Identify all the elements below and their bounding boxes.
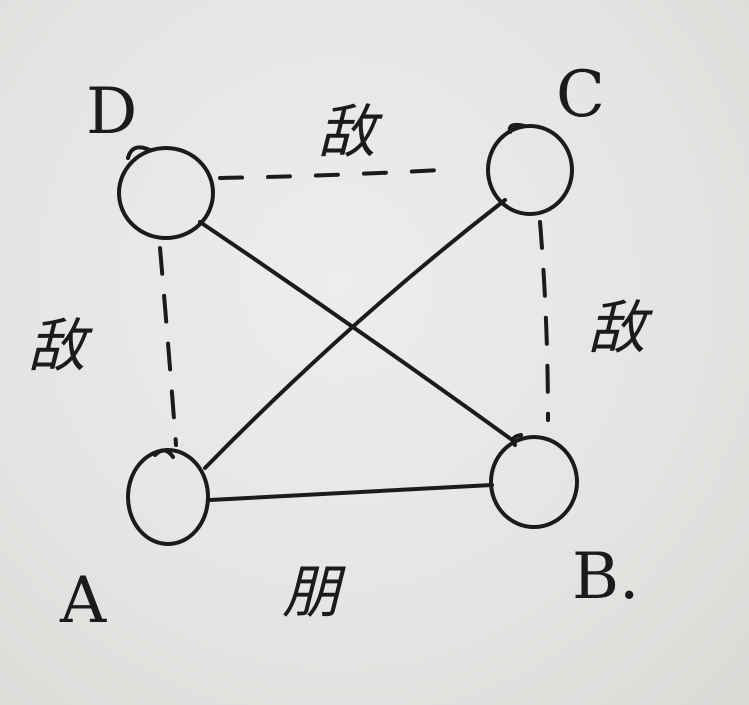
edge-d-b-solid [198, 220, 517, 444]
node-a-label: A [59, 564, 107, 638]
edge-a-b-solid [208, 483, 494, 502]
edge-c-a-solid [203, 198, 507, 470]
edge-a-b-label: 朋 [282, 558, 346, 626]
edge-d-c-dashed [218, 168, 442, 180]
node-c-stroke-tail [507, 122, 526, 134]
node-c-label: C [556, 58, 605, 132]
edge-d-c-label: 敌 [318, 98, 383, 166]
node-d-stroke-tail [126, 145, 152, 160]
node-a-stroke-tail [153, 448, 175, 459]
edge-c-b-label: 敌 [588, 294, 653, 362]
node-b-label: B. [572, 540, 639, 614]
node-a-circle [126, 448, 210, 546]
edge-d-a-label: 敌 [28, 312, 93, 380]
edge-d-a-dashed [158, 246, 178, 447]
node-d-circle [117, 146, 215, 240]
node-b-stroke-tail [511, 433, 523, 447]
node-d-label: D [86, 75, 137, 149]
node-b-circle [489, 435, 579, 529]
node-c-circle [486, 124, 574, 216]
edge-c-b-dashed [538, 220, 550, 422]
